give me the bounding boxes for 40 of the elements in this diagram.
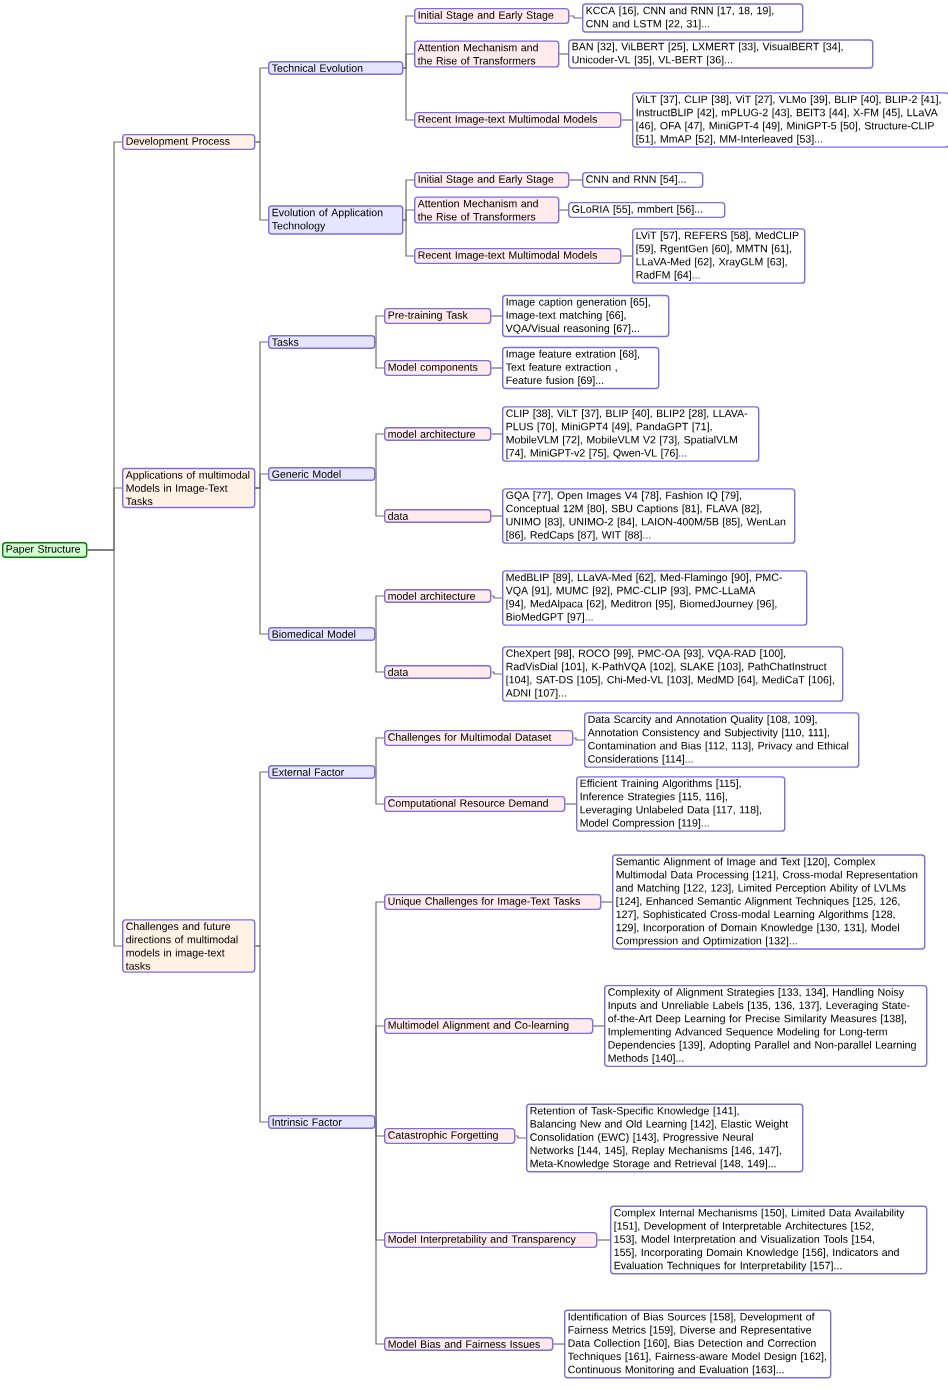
tree-connector <box>254 67 269 143</box>
tree-connector <box>374 473 385 517</box>
tree-connector <box>254 771 269 947</box>
tree-connector <box>254 141 269 221</box>
tree-connector <box>374 1025 385 1123</box>
tree-connector <box>564 803 577 805</box>
tree-connector <box>552 1343 565 1345</box>
tree-connector <box>254 487 269 635</box>
tree-connector <box>86 549 123 947</box>
tree-connector <box>572 737 585 741</box>
tree-connector <box>374 341 385 369</box>
tree-connector <box>490 515 503 517</box>
tree-connector <box>558 209 569 211</box>
tree-connector <box>374 1121 385 1345</box>
tree-connector <box>374 433 385 475</box>
tree-connector <box>254 945 269 1123</box>
tree-connector <box>490 367 503 369</box>
tree-connector <box>592 1025 605 1027</box>
tree-connector <box>596 1239 611 1241</box>
tree-connector <box>568 179 583 181</box>
tree-connector <box>374 771 385 805</box>
tree-connector <box>600 901 613 903</box>
tree-connector <box>374 633 385 673</box>
tree-connector <box>374 595 385 635</box>
tree-connector <box>402 53 415 69</box>
tree-connector <box>620 255 633 257</box>
tree-connector <box>620 119 633 121</box>
tree-connector <box>568 15 583 19</box>
tree-connector <box>402 219 415 257</box>
tree-connector <box>490 315 503 317</box>
tree-connector <box>490 671 503 675</box>
tree-connector <box>374 315 385 343</box>
tree-connector <box>402 67 415 121</box>
tree-connector <box>490 595 503 599</box>
tree-connector <box>374 737 385 773</box>
tree-connector <box>490 433 503 435</box>
tree-connector <box>558 53 569 55</box>
tree-connector <box>254 473 269 489</box>
tree-connector <box>514 1135 527 1139</box>
tree-connector <box>402 209 415 221</box>
